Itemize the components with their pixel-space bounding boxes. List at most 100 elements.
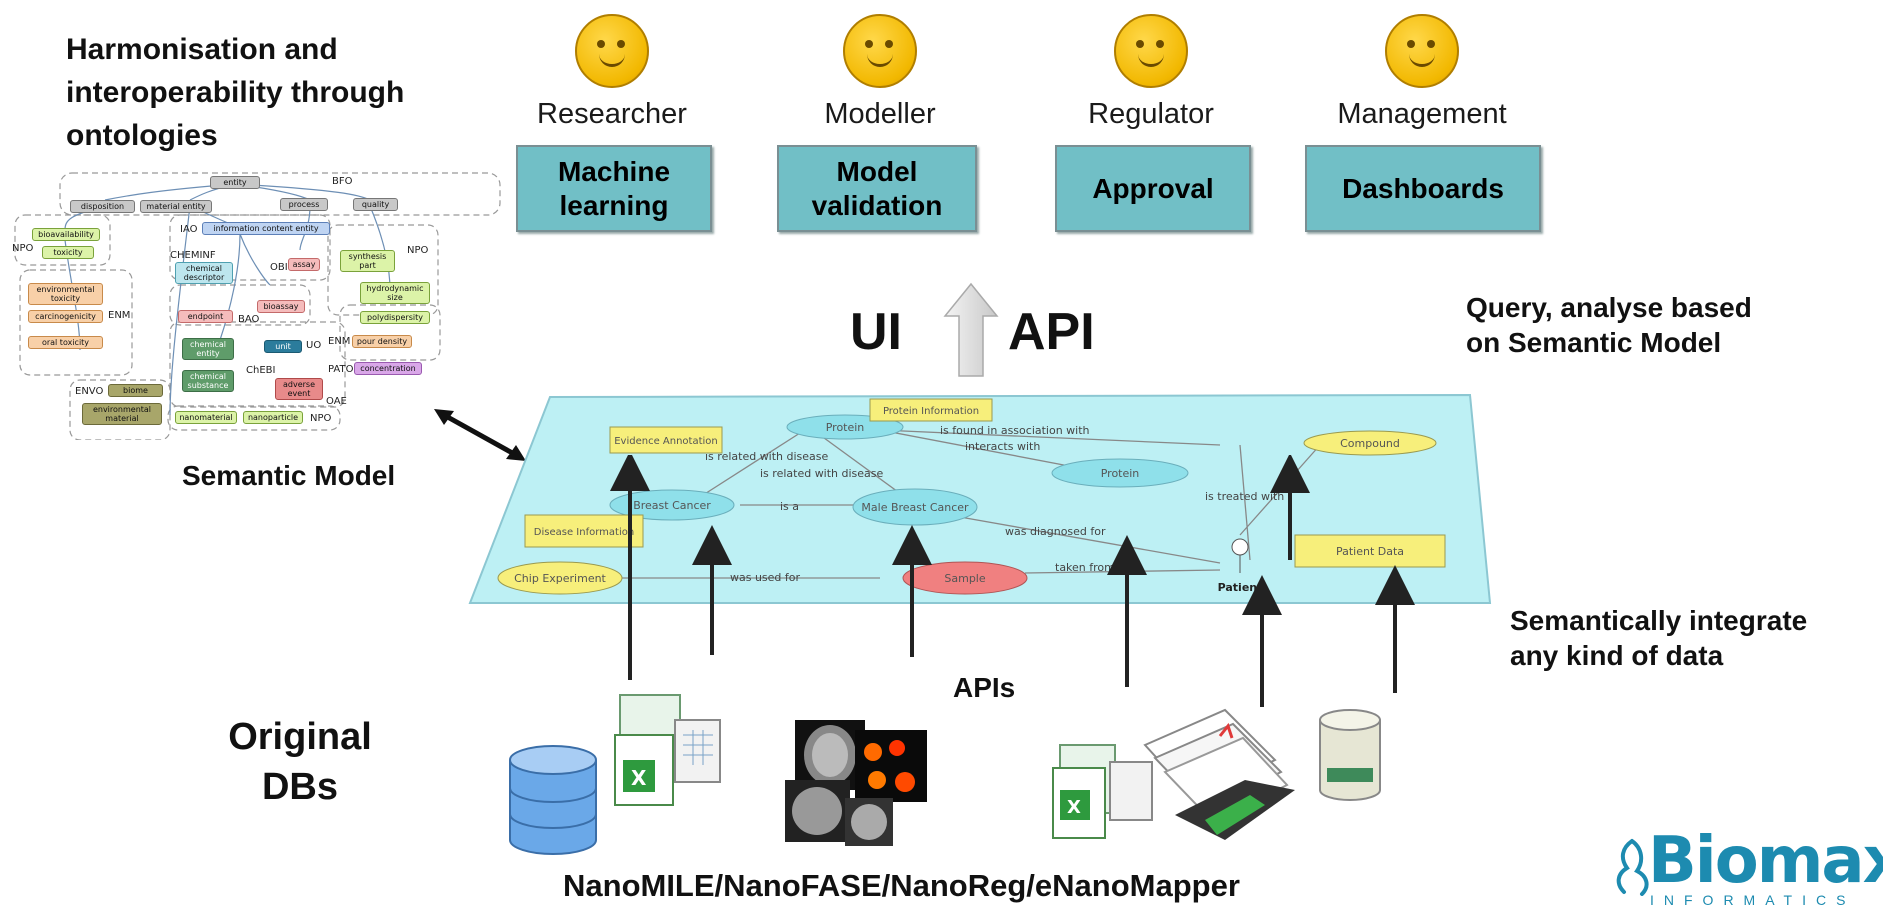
onto-hydrodynamic-size: hydrodynamic size	[360, 282, 430, 304]
integrate-note-line-1: Semantically integrate	[1510, 605, 1808, 636]
edge-label-found: is found in association with	[940, 424, 1090, 437]
role-label: Researcher	[537, 98, 687, 130]
smiley-icon	[1385, 14, 1459, 88]
up-arrow-icon	[943, 282, 999, 377]
edge-label-interacts: interacts with	[965, 440, 1040, 453]
onto-label-oae: OAE	[326, 396, 347, 407]
svg-text:X: X	[631, 766, 647, 790]
onto-label-npo-3: NPO	[310, 413, 332, 424]
node-chip-experiment: Chip Experiment	[514, 572, 606, 585]
edge-label-is-a: is a	[780, 500, 799, 513]
medical-scan-icon	[785, 720, 927, 846]
onto-material-entity: material entity	[140, 200, 212, 213]
onto-unit: unit	[264, 340, 302, 353]
original-dbs-line-2: DBs	[261, 766, 339, 808]
role-label: Modeller	[824, 98, 936, 130]
task-label: Dashboards	[1342, 172, 1504, 204]
onto-concentration: concentration	[354, 362, 422, 375]
node-sample: Sample	[944, 572, 985, 585]
onto-chemical-descriptor: chemical descriptor	[175, 262, 233, 284]
svg-text:X: X	[1067, 797, 1081, 818]
spreadsheet-icon: X	[1052, 744, 1153, 839]
onto-bioavailability: bioavailability	[32, 228, 100, 241]
role-label: Regulator	[1088, 98, 1214, 130]
onto-label-npo-1: NPO	[12, 243, 34, 254]
ontology-heading: Harmonisation and interoperability throu…	[66, 28, 486, 157]
api-label: API	[1008, 303, 1095, 361]
onto-label-npo-2: NPO	[407, 245, 429, 256]
onto-label-iao: IAO	[180, 224, 198, 235]
onto-chemical-substance: chemical substance	[182, 370, 234, 392]
onto-polydispersity: polydispersity	[360, 311, 430, 324]
frog-logo-icon	[1616, 839, 1649, 896]
node-compound: Compound	[1340, 437, 1400, 450]
persona-management: Management	[1337, 14, 1507, 131]
onto-nanomaterial: nanomaterial	[175, 411, 237, 424]
logo-name: Biomax	[1648, 830, 1883, 898]
node-protein: Protein	[826, 421, 865, 434]
task-dashboards: Dashboards	[1305, 145, 1541, 232]
edge-label-used-for: was used for	[730, 571, 801, 584]
edge-label-taken-from: taken from	[1055, 561, 1115, 574]
smiley-icon	[843, 14, 917, 88]
onto-bioassay: bioassay	[257, 300, 305, 313]
semantic-model-caption: Semantic Model	[182, 460, 396, 491]
node-male-breast-cancer: Male Breast Cancer	[861, 501, 969, 514]
query-note-line-2: on Semantic Model	[1466, 327, 1722, 358]
onto-entity: entity	[210, 176, 260, 189]
task-machine-learning: Machine learning	[516, 145, 712, 232]
onto-chemical-entity: chemical entity	[182, 338, 234, 360]
onto-label-uo: UO	[306, 340, 322, 351]
onto-adverse-event: adverse event	[275, 378, 323, 400]
persona-researcher: Researcher	[527, 14, 697, 131]
node-patient-data: Patient Data	[1336, 545, 1404, 558]
onto-label-enm-1: ENM	[108, 310, 131, 321]
data-source-icons: X X	[509, 694, 1381, 855]
database-icon	[509, 745, 597, 855]
task-model-validation: Model validation	[777, 145, 977, 232]
task-label: Model validation	[811, 155, 943, 221]
node-disease-information: Disease Information	[534, 527, 634, 538]
onto-endpoint: endpoint	[178, 310, 233, 323]
persona-regulator: Regulator	[1066, 14, 1236, 131]
spreadsheet-icon: X	[614, 694, 721, 806]
query-note: Query, analyse based on Semantic Model	[1466, 290, 1752, 360]
integrate-note: Semantically integrate any kind of data	[1510, 603, 1807, 673]
onto-nanoparticle: nanoparticle	[243, 411, 303, 424]
onto-carcinogenicity: carcinogenicity	[28, 310, 103, 323]
heading-line-3: ontologies	[66, 119, 218, 152]
onto-quality: quality	[353, 198, 398, 211]
onto-label-chebi: ChEBI	[246, 365, 276, 376]
edge-label-treated: is treated with	[1205, 490, 1284, 503]
node-breast-cancer: Breast Cancer	[633, 499, 711, 512]
ui-label: UI	[850, 303, 902, 361]
onto-label-bao: BAO	[238, 314, 260, 325]
onto-biome: biome	[108, 384, 163, 397]
onto-label-envo: ENVO	[75, 386, 104, 397]
onto-label-obi: OBI	[270, 262, 288, 273]
onto-synthesis-part: synthesis part	[340, 250, 395, 272]
original-dbs-label: Original DBs	[200, 712, 400, 812]
original-dbs-line-1: Original	[228, 716, 372, 758]
biomax-logo: Biomax INFORMATICS	[1612, 830, 1883, 907]
onto-environmental-material: environmental material	[82, 403, 162, 425]
smiley-icon	[575, 14, 649, 88]
role-label: Management	[1337, 98, 1507, 130]
query-note-line-1: Query, analyse based	[1466, 292, 1752, 323]
persona-modeller: Modeller	[795, 14, 965, 131]
smiley-icon	[1114, 14, 1188, 88]
onto-assay: assay	[288, 258, 320, 271]
documents-icon	[1143, 708, 1295, 840]
logo-subtitle: INFORMATICS	[1650, 892, 1856, 907]
bottom-title: NanoMILE/NanoFASE/NanoReg/eNanoMapper	[563, 868, 1240, 903]
task-label: Approval	[1092, 172, 1214, 204]
onto-information-content-entity: information content entity	[202, 222, 330, 235]
data-flow-arrows	[610, 455, 1415, 707]
onto-environmental-toxicity: environmental toxicity	[28, 283, 103, 305]
onto-label-bfo: BFO	[332, 176, 353, 187]
node-evidence-annotation: Evidence Annotation	[614, 436, 718, 447]
node-protein-2: Protein	[1101, 467, 1140, 480]
double-arrow-icon	[434, 409, 526, 461]
integrate-note-line-2: any kind of data	[1510, 640, 1724, 671]
heading-line-2: interoperability through	[66, 76, 405, 109]
